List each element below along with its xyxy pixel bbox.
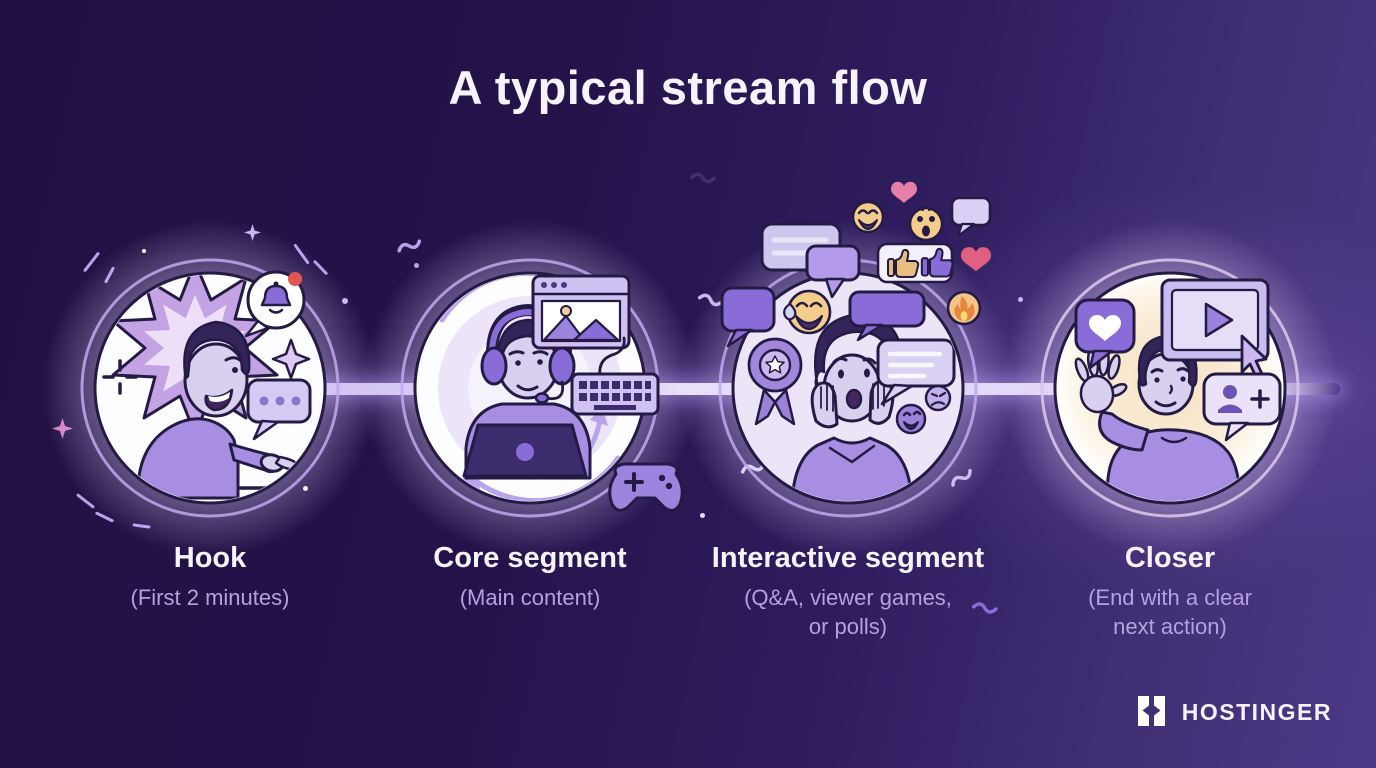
brand-footer: HOSTINGER — [1130, 692, 1332, 732]
streamer-headset-illustration — [362, 220, 698, 556]
confetti-squiggle — [971, 602, 998, 614]
waving-person — [1074, 334, 1242, 501]
purple-chat-bubble-icon — [848, 290, 926, 342]
game-controller-icon — [608, 462, 684, 512]
wow-emoji-icon — [908, 206, 944, 242]
frowny-face-icon — [924, 384, 952, 412]
hostinger-h-logo-icon — [1137, 696, 1165, 726]
keyboard-icon — [570, 336, 660, 416]
stage-interactive-segment: Interactive segment (Q&A, viewer games, … — [668, 158, 1028, 639]
browser-media-window-icon — [531, 274, 631, 350]
smiley-face-icon — [895, 403, 927, 435]
laughing-tear-emoji-icon — [783, 289, 832, 335]
heart-like-bubble-icon — [1074, 298, 1136, 370]
excited-streamer-illustration — [42, 220, 378, 556]
confetti-dot — [700, 513, 705, 518]
stage-label: Closer — [1124, 542, 1216, 574]
stage-core-segment: Core segment (Main content) — [350, 158, 710, 610]
laughing-emoji-icon — [851, 200, 885, 234]
chat-lines-bubble-icon — [876, 338, 956, 406]
follow-user-bubble-icon — [1202, 372, 1282, 442]
stage-label: Interactive segment — [711, 542, 985, 574]
lavender-bubble-icon — [950, 196, 992, 238]
stage-closer: Closer (End with a clear next action) — [990, 158, 1350, 639]
confetti-squiggle — [397, 239, 422, 253]
purple-bubble-icon — [720, 286, 776, 348]
award-badge-icon — [747, 337, 803, 426]
chat-dots-bubble-icon — [246, 378, 312, 441]
surprised-person — [790, 313, 914, 501]
stage-label: Core segment — [433, 542, 627, 574]
stage-sublabel: (End with a clear next action) — [1088, 585, 1252, 639]
sparkle-star-icon — [271, 338, 311, 380]
stage-sublabel: (Main content) — [459, 585, 601, 610]
stage-sublabel: (Q&A, viewer games, or polls) — [744, 585, 952, 639]
page-title: A typical stream flow — [448, 61, 928, 114]
thumbs-up-pair-icon — [876, 242, 954, 284]
heart-icon — [891, 181, 991, 272]
mid-bubble-icon — [805, 244, 861, 299]
waving-streamer-illustration — [1002, 220, 1338, 556]
crosshair-plus-icon — [102, 359, 138, 395]
brand-name: HOSTINGER — [1181, 698, 1332, 725]
notification-bell-bubble-icon — [244, 270, 306, 338]
surprised-viewer-illustration — [680, 181, 1016, 556]
video-player-icon — [1160, 278, 1270, 362]
stage-label: Hook — [173, 542, 247, 574]
excited-person — [136, 320, 300, 500]
fire-emoji-icon — [946, 290, 982, 326]
confetti-dot — [1018, 297, 1023, 302]
confetti-squiggle — [689, 172, 716, 184]
stage-hook: Hook (First 2 minutes) — [30, 158, 390, 610]
stage-sublabel: (First 2 minutes) — [130, 585, 290, 610]
